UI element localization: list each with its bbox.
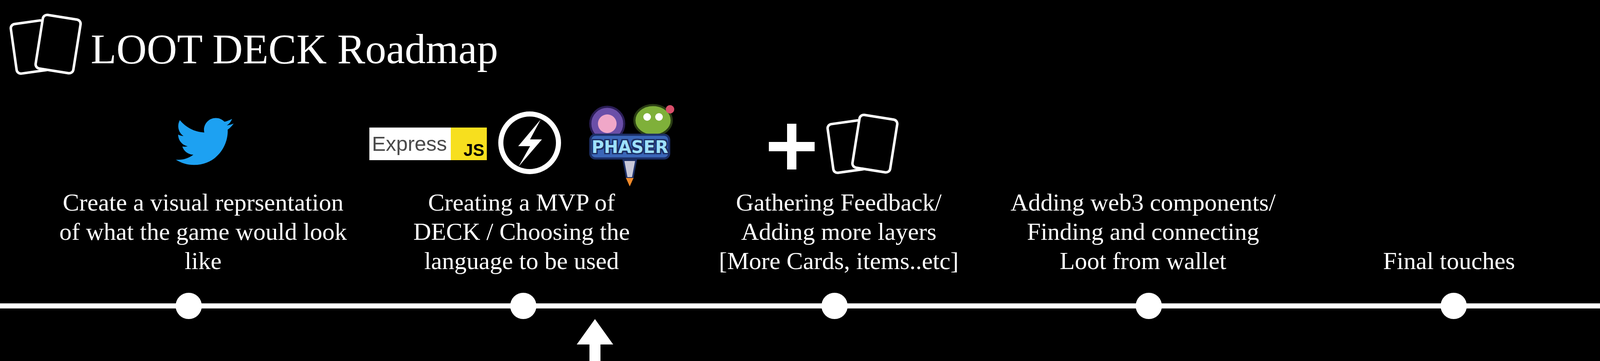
- page-title-group: LOOT DECK Roadmap: [90, 27, 499, 70]
- express-badge: [369, 127, 451, 161]
- lightning-bolt: [518, 119, 542, 167]
- logo-text: PHASER: [591, 138, 669, 156]
- phaser-dot: [665, 105, 675, 114]
- milestone-text: Creating a MVP of DECK / Choosing the la…: [407, 187, 637, 276]
- phaser-eye: [643, 113, 651, 121]
- socket-logo: [498, 111, 562, 175]
- milestone-dot: [1135, 293, 1162, 320]
- milestone-text-group: Create a visual reprsentation of what th…: [56, 187, 350, 276]
- logo-text: JS: [463, 141, 485, 159]
- phaser-flame: [625, 178, 634, 187]
- progress-arrow: [576, 319, 614, 361]
- logo-text-group: JS: [463, 141, 485, 159]
- milestone-text-group: Creating a MVP of DECK / Choosing the la…: [407, 187, 637, 276]
- logo-text-group: PHASER: [591, 138, 669, 156]
- logo-text: Express: [371, 133, 447, 155]
- phaser-planet-core: [597, 114, 617, 134]
- card-front: [851, 114, 899, 174]
- phaser-logo: [590, 105, 675, 187]
- milestone-dot: [175, 293, 202, 320]
- timeline: [0, 303, 1600, 309]
- logo-text-group: Express: [371, 133, 447, 155]
- milestone-dot: [510, 293, 537, 320]
- milestone-text-group: Final touches: [1359, 246, 1539, 276]
- milestone-text: Gathering Feedback/ Adding more layers […: [713, 187, 964, 276]
- card-icon: [826, 114, 898, 174]
- milestone-text: Adding web3 components/ Finding and conn…: [1006, 187, 1280, 276]
- phaser-banner: [590, 134, 670, 159]
- socket-logo-inner: [503, 116, 556, 170]
- milestone-text: Create a visual reprsentation of what th…: [56, 187, 350, 276]
- phaser-eye: [655, 113, 663, 121]
- milestone-text-group: Adding web3 components/ Finding and conn…: [1006, 187, 1280, 276]
- phaser-rocket: [623, 160, 637, 179]
- card-icon: [10, 14, 81, 75]
- milestone-dot: [1440, 293, 1467, 320]
- milestone-text-group: Gathering Feedback/ Adding more layers […: [713, 187, 964, 276]
- milestone-text: Final touches: [1359, 246, 1539, 276]
- plus-sign: [787, 123, 797, 170]
- twitter-bird: [175, 118, 234, 166]
- card-front: [35, 14, 82, 75]
- milestone-dot: [821, 293, 848, 320]
- page-title: LOOT DECK Roadmap: [90, 27, 499, 70]
- js-badge: [450, 127, 487, 161]
